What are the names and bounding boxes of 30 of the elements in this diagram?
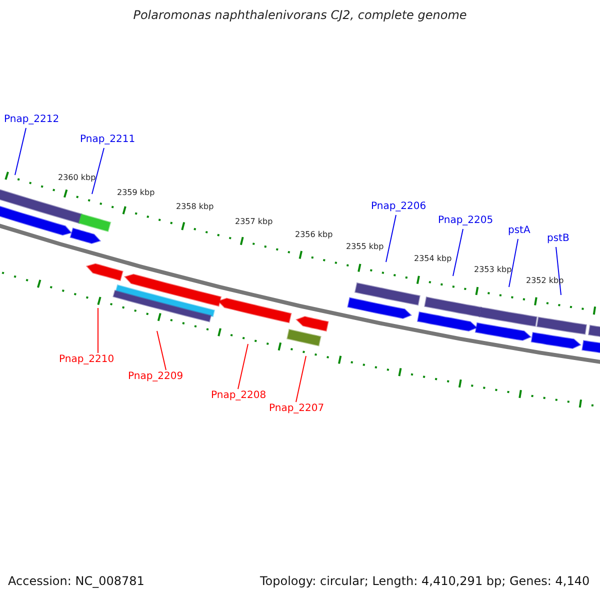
scale-label: 2355 kbp xyxy=(346,243,384,252)
gene-label: Pnap_2206 xyxy=(371,201,426,212)
scale-label: 2357 kbp xyxy=(235,218,273,227)
leader-line xyxy=(556,246,562,296)
leader-line xyxy=(452,228,464,276)
leader-line xyxy=(508,238,518,288)
title: Polaromonas naphthalenivorans CJ2, complete genome xyxy=(132,9,468,22)
scale-label: 2360 kbp xyxy=(58,174,96,183)
gene-label: Pnap_2205 xyxy=(438,215,494,226)
leader-line xyxy=(238,344,248,390)
gene-label: Pnap_2212 xyxy=(4,114,60,125)
scale-label: 2356 kbp xyxy=(295,231,333,240)
info-text: Accession: NC_008781 xyxy=(8,575,144,588)
gene-label: Pnap_2210 xyxy=(59,354,114,365)
gene-label: Pnap_2207 xyxy=(269,403,324,414)
scale-label: 2358 kbp xyxy=(176,203,214,212)
gene-label: pstA xyxy=(508,225,530,236)
gene-label: Pnap_2208 xyxy=(211,390,266,401)
leader-line xyxy=(386,214,396,262)
gene-label: Pnap_2209 xyxy=(128,371,184,382)
info-text: Topology: circular; Length: 4,410,291 bp; Genes: 4,140 xyxy=(260,575,590,588)
scale-label: 2359 kbp xyxy=(117,189,155,198)
leader-line xyxy=(156,330,166,370)
gene-label: Pnap_2211 xyxy=(80,134,136,145)
gene-label: pstB xyxy=(547,233,570,244)
leader-line xyxy=(296,356,306,402)
leader-line xyxy=(14,128,26,176)
leader-line xyxy=(92,148,104,194)
scale-label: 2353 kbp xyxy=(474,266,512,275)
scale-label: 2354 kbp xyxy=(414,255,452,264)
